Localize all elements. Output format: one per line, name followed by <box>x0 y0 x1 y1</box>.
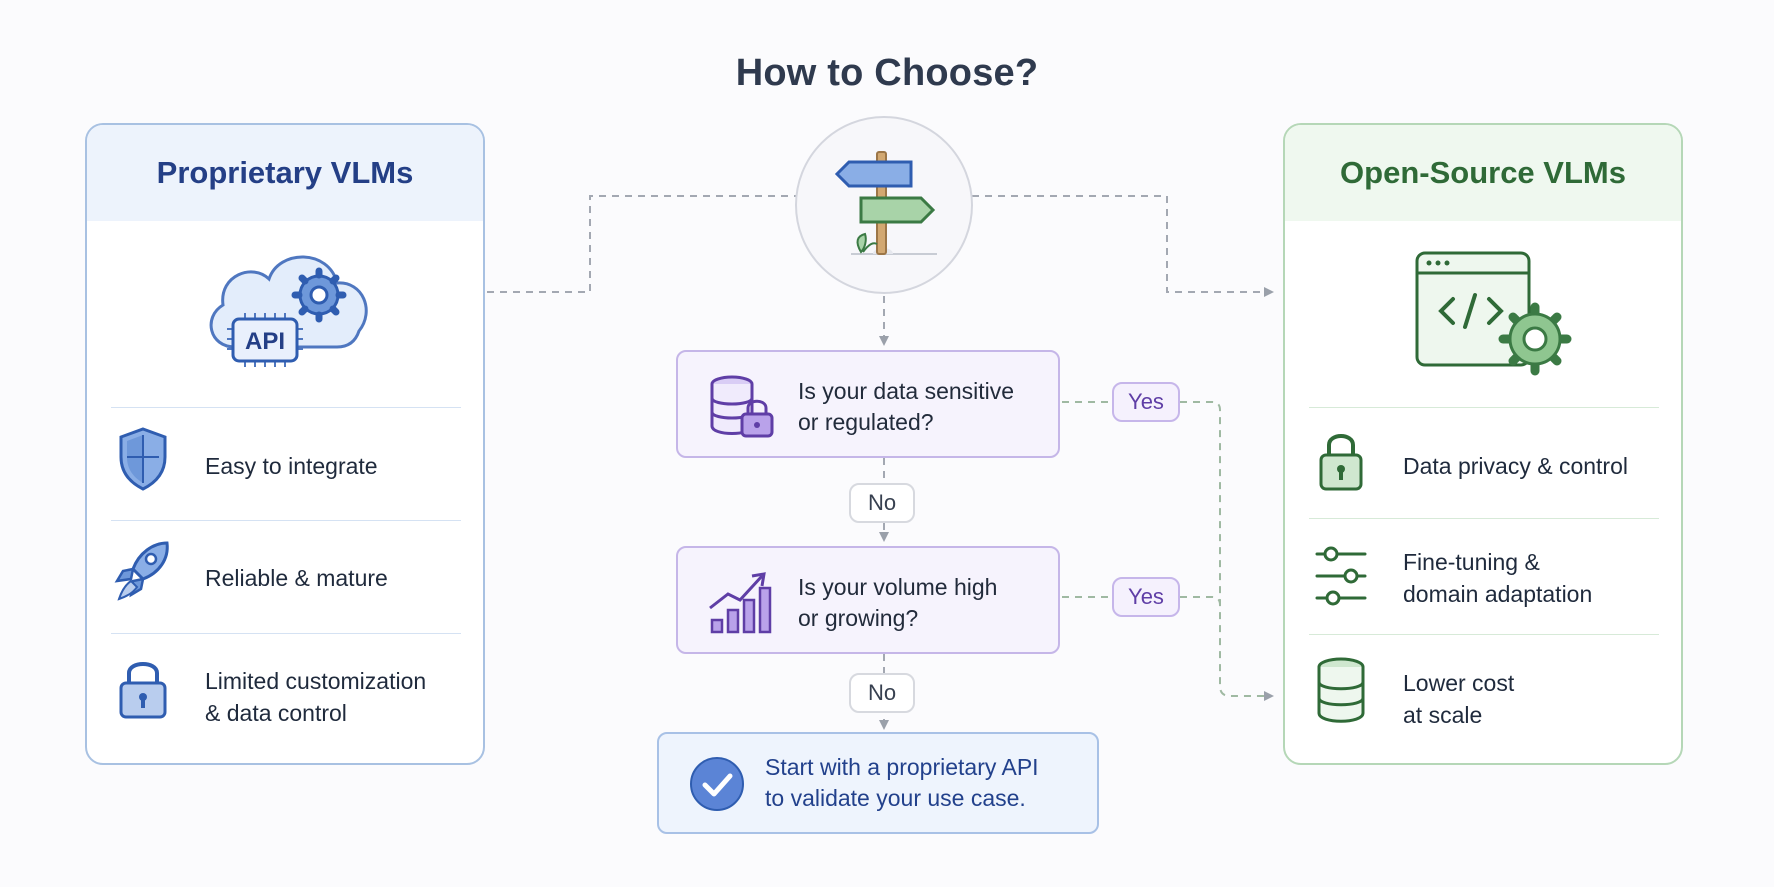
cloud-api-gear-icon: API <box>209 255 368 367</box>
feature-text-line: at scale <box>1403 702 1483 728</box>
connector-left <box>487 195 797 293</box>
recommendation-line: Start with a proprietary API <box>765 754 1039 780</box>
feature-text: Lower cost at scale <box>1403 667 1673 731</box>
api-label: API <box>245 328 285 355</box>
yes-label: Yes <box>1112 382 1180 422</box>
question-line: Is your data sensitive <box>798 378 1015 404</box>
feature-text-line: domain adaptation <box>1403 581 1593 607</box>
proprietary-heading: Proprietary VLMs <box>87 125 483 221</box>
feature-text: Reliable & mature <box>205 565 388 591</box>
question-text: Is your volume high or growing? <box>798 572 1048 634</box>
feature-text-line: & data control <box>205 700 347 726</box>
feature-text: Data privacy & control <box>1403 453 1628 479</box>
feature-text-line: Limited customization <box>205 668 427 694</box>
open-source-heading: Open-Source VLMs <box>1285 125 1681 221</box>
connector-yes-join <box>1180 596 1221 606</box>
divider <box>1309 407 1659 408</box>
feature-text: Limited customization & data control <box>205 665 475 729</box>
feature-text: Fine-tuning & domain adaptation <box>1403 546 1673 610</box>
recommendation-box: Start with a proprietary API to validate… <box>657 732 1099 834</box>
shield-icon <box>119 427 167 491</box>
open-source-panel: Open-Source VLMs <box>1283 123 1683 765</box>
feature-text: Easy to integrate <box>205 453 378 479</box>
question-line: Is your volume high <box>798 574 998 600</box>
divider <box>1309 634 1659 635</box>
recommendation-text: Start with a proprietary API to validate… <box>765 752 1085 814</box>
divider <box>111 520 461 521</box>
question-box-volume: Is your volume high or growing? <box>676 546 1060 654</box>
question-line: or regulated? <box>798 409 934 435</box>
feature-text-line: Fine-tuning & <box>1403 549 1540 575</box>
divider <box>111 407 461 408</box>
no-label: No <box>849 483 915 523</box>
lock-icon <box>119 662 167 719</box>
page-title: How to Choose? <box>735 52 1039 94</box>
signpost-badge <box>795 116 973 294</box>
proprietary-panel: Proprietary VLMs <box>85 123 485 765</box>
question-box-data-sensitive: Is your data sensitive or regulated? <box>676 350 1060 458</box>
question-text: Is your data sensitive or regulated? <box>798 376 1048 438</box>
yes-label: Yes <box>1112 577 1180 617</box>
feature-text-line: Lower cost <box>1403 670 1515 696</box>
bar-chart-growth-icon <box>709 572 772 634</box>
database-lock-icon <box>710 375 774 438</box>
signpost-icon <box>834 151 937 255</box>
connector-yes-path <box>1180 401 1274 701</box>
recommendation-line: to validate your use case. <box>765 785 1026 811</box>
no-label: No <box>849 673 915 713</box>
lock-icon <box>1319 434 1363 491</box>
database-icon <box>1317 657 1365 723</box>
divider <box>1309 518 1659 519</box>
code-window-gear-icon <box>1415 251 1572 376</box>
divider <box>111 633 461 634</box>
connector-right <box>972 195 1274 297</box>
question-line: or growing? <box>798 605 919 631</box>
check-circle-icon <box>690 757 744 811</box>
rocket-icon <box>114 541 169 601</box>
sliders-icon <box>1315 546 1367 606</box>
